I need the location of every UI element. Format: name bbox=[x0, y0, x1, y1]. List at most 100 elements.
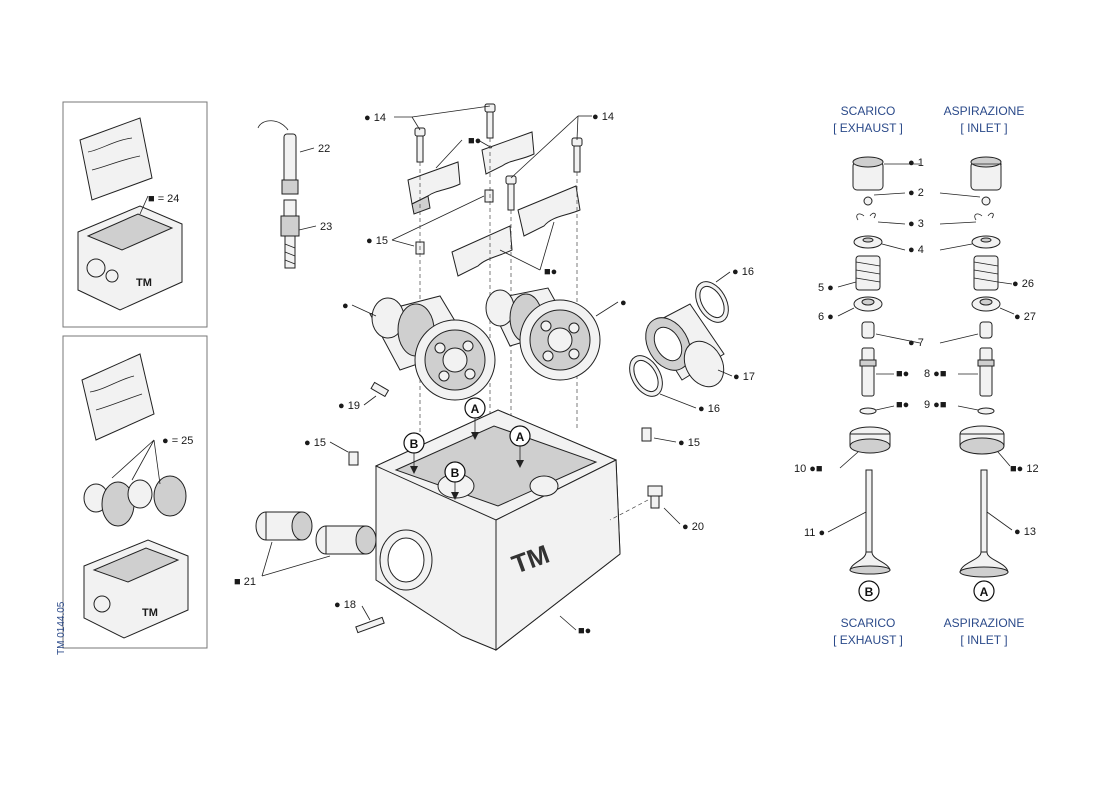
cylinder-head-thumbnail-2: TM bbox=[83, 539, 189, 639]
exhaust-footer-en: [ EXHAUST ] bbox=[833, 633, 903, 647]
stem-seal-exhaust bbox=[861, 321, 875, 339]
inlet-footer-en: [ INLET ] bbox=[960, 633, 1007, 647]
callout-10: 10 ●■ bbox=[794, 463, 823, 475]
camshaft-cap-1 bbox=[407, 161, 461, 215]
inlet-header-it: ASPIRAZIONE bbox=[944, 104, 1025, 118]
exhaust-footer-it: SCARICO bbox=[841, 616, 896, 630]
callout-11: 11 ● bbox=[804, 527, 825, 539]
callout-16-upper: ● 16 bbox=[732, 266, 754, 278]
svg-text:A: A bbox=[471, 402, 480, 416]
tappet-inlet bbox=[970, 156, 1002, 191]
circlip-inlet bbox=[977, 407, 995, 415]
stem-seal-inlet bbox=[979, 321, 993, 339]
callout-18: ● 18 bbox=[334, 599, 356, 611]
thumb-logo-1: TM bbox=[136, 277, 152, 289]
callout-13: ● 13 bbox=[1014, 526, 1036, 538]
inlet-header-en: [ INLET ] bbox=[960, 121, 1007, 135]
callout-3: ● 3 bbox=[908, 218, 924, 230]
guide-inlet bbox=[977, 347, 995, 397]
gasket-bag-icon-2 bbox=[81, 353, 155, 441]
keepers-exhaust bbox=[856, 212, 876, 221]
svg-text:A: A bbox=[516, 430, 525, 444]
spark-plug-cap bbox=[257, 120, 299, 195]
camshaft-cap-4 bbox=[517, 185, 581, 237]
dowel-pin-left bbox=[348, 451, 359, 466]
camshaft-kit-box bbox=[62, 335, 208, 649]
callout-14-left: ● 14 bbox=[364, 112, 386, 124]
stud-18 bbox=[355, 616, 385, 634]
marker-a-inlet: A bbox=[973, 580, 995, 602]
callout-4: ● 4 bbox=[908, 244, 924, 256]
cap-bolt-3 bbox=[505, 175, 517, 211]
callout-21: ■ 21 bbox=[234, 576, 256, 588]
callout-20: ● 20 bbox=[682, 521, 704, 533]
callout-8: 8 ●■ bbox=[924, 368, 946, 380]
valve-spring-exhaust bbox=[855, 255, 881, 291]
callout-22: 22 bbox=[318, 143, 330, 155]
thumb-logo-2: TM bbox=[142, 607, 158, 619]
keepers-inlet bbox=[974, 212, 994, 221]
callout-25: ● = 25 bbox=[162, 435, 193, 447]
retainer-inlet bbox=[971, 235, 1001, 249]
spark-plug bbox=[280, 199, 300, 269]
retainer-exhaust bbox=[853, 235, 883, 249]
inlet-valve bbox=[959, 469, 1009, 578]
callout-27: ● 27 bbox=[1014, 311, 1036, 323]
callout-head-symbols: ■● bbox=[578, 625, 591, 637]
callout-14-right: ● 14 bbox=[592, 111, 614, 123]
callout-8-left: ■● bbox=[896, 368, 909, 380]
callout-camshaft-right: ● bbox=[620, 297, 627, 309]
callout-1: ● 1 bbox=[908, 157, 924, 169]
valve-spring-inlet bbox=[973, 255, 999, 291]
valve-seat-inlet bbox=[959, 425, 1005, 455]
callout-5: 5 ● bbox=[818, 282, 834, 294]
tappet-exhaust bbox=[852, 156, 884, 191]
svg-text:A: A bbox=[980, 585, 989, 599]
svg-text:B: B bbox=[410, 437, 419, 451]
camshaft-thumbnail bbox=[83, 475, 187, 527]
cap-bolt-2 bbox=[484, 103, 496, 139]
callout-cap-symbols-2: ■● bbox=[544, 266, 557, 278]
callout-9: 9 ●■ bbox=[924, 399, 946, 411]
inlet-footer-it: ASPIRAZIONE bbox=[944, 616, 1025, 630]
callout-cap-symbols: ■● bbox=[468, 135, 481, 147]
exhaust-header-it: SCARICO bbox=[841, 104, 896, 118]
svg-text:B: B bbox=[865, 585, 874, 599]
callout-2: ● 2 bbox=[908, 187, 924, 199]
callout-6: 6 ● bbox=[818, 311, 834, 323]
callout-15-top: ● 15 bbox=[366, 235, 388, 247]
svg-text:B: B bbox=[451, 466, 460, 480]
spring-seat-inlet bbox=[971, 296, 1001, 312]
callout-16-lower: ● 16 bbox=[698, 403, 720, 415]
valve-guide-1 bbox=[255, 511, 313, 541]
marker-a-head-1: A bbox=[464, 397, 486, 440]
plug-20 bbox=[647, 485, 663, 509]
callout-23: 23 bbox=[320, 221, 332, 233]
marker-b-head-1: B bbox=[403, 432, 425, 474]
gasket-kit-box bbox=[62, 101, 208, 328]
callout-26: ● 26 bbox=[1012, 278, 1034, 290]
callout-15-left: ● 15 bbox=[304, 437, 326, 449]
camshaft-cap-3 bbox=[451, 225, 513, 277]
callout-camshaft-left: ● bbox=[342, 300, 349, 312]
valve-guide-2 bbox=[315, 525, 377, 555]
cylinder-head-thumbnail: TM bbox=[77, 205, 183, 311]
shim-inlet bbox=[981, 196, 991, 206]
shim-exhaust bbox=[863, 196, 873, 206]
cap-bolt-4 bbox=[571, 137, 583, 173]
callout-19: ● 19 bbox=[338, 400, 360, 412]
callout-7: ● 7 bbox=[908, 337, 924, 349]
exhaust-header-en: [ EXHAUST ] bbox=[833, 121, 903, 135]
callout-17: ● 17 bbox=[733, 371, 755, 383]
callout-24: ■ = 24 bbox=[148, 193, 179, 205]
hose-clamp-lower bbox=[629, 355, 663, 397]
drawing-code: TM 0144.05 bbox=[56, 601, 67, 655]
camshaft-cap-2 bbox=[481, 131, 535, 175]
exhaust-camshaft bbox=[369, 295, 496, 401]
valve-seat-exhaust bbox=[849, 426, 891, 454]
callout-9-left: ■● bbox=[896, 399, 909, 411]
exhaust-valve bbox=[849, 469, 891, 575]
callout-12: ■● 12 bbox=[1010, 463, 1039, 475]
cylinder-head: TM bbox=[374, 409, 621, 652]
